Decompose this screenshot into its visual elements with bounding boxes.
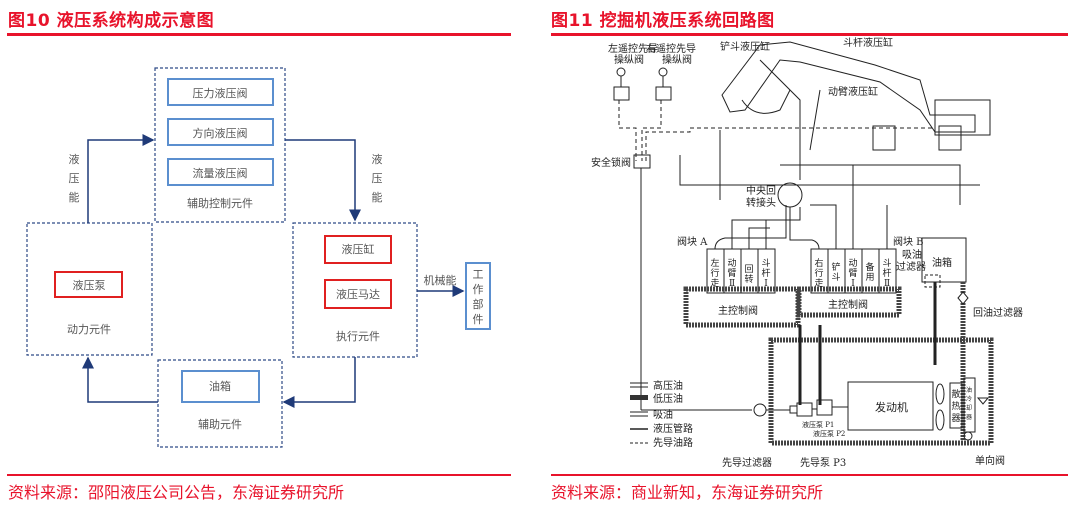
- arrow-actuator-to-auxiliary: [282, 357, 356, 408]
- flow-valve-label: 流量液压阀: [193, 166, 248, 180]
- left-figure-title: 图10 液压系统构成示意图: [8, 11, 215, 31]
- main-valve-a-label: 主控制阀: [718, 304, 758, 317]
- pilot-pump-label: 先导泵 P3: [800, 457, 846, 469]
- legend-hydraulic-line: 液压管路: [653, 422, 693, 435]
- arrow-auxiliary-to-power: [82, 356, 158, 403]
- svg-text:操纵阀: 操纵阀: [614, 53, 644, 66]
- control-group-label: 辅助控制元件: [187, 196, 253, 210]
- tank-label: 油箱: [209, 379, 231, 393]
- right-flow-label: 液压能: [372, 152, 383, 204]
- work-part-box: [465, 262, 491, 330]
- excavator-hydraulic-circuit: 左遥控先导 操纵阀 右遥控先导 操纵阀 铲斗液压缸 斗杆液压缸 动臂液压缸 安全…: [591, 36, 1023, 469]
- right-figure-title: 图11 挖掘机液压系统回路图: [551, 11, 775, 31]
- left-title-rule: [7, 33, 511, 36]
- tank-box: [181, 370, 260, 403]
- right-title-rule: [551, 33, 1068, 36]
- boom-cylinder-label: 动臂液压缸: [828, 85, 878, 98]
- swivel-joint-label: 中央回: [746, 184, 776, 197]
- left-pilot-valve-label: 左遥控先导: [608, 42, 658, 55]
- pump-box: [54, 271, 123, 298]
- legend-high-pressure: 高压油: [653, 379, 683, 392]
- main-valve-b-label: 主控制阀: [828, 298, 868, 311]
- hydraulic-system-diagram: 压力液压阀 方向液压阀 流量液压阀 辅助控制元件 液压泵 动力元件 液压缸 液压…: [26, 67, 491, 448]
- power-group-box: [26, 222, 153, 356]
- valve-left-travel: 左行走: [710, 257, 719, 289]
- direction-valve-label: 方向液压阀: [193, 126, 248, 140]
- bucket-cylinder-label: 铲斗液压缸: [720, 40, 770, 53]
- engine-label: 发动机: [875, 400, 908, 414]
- stick-cylinder-label: 斗杆液压缸: [843, 36, 893, 49]
- control-group-box: [154, 67, 286, 223]
- cylinder-box: [324, 235, 392, 264]
- cylinder-label: 液压缸: [342, 242, 375, 256]
- motor-box: [324, 279, 392, 309]
- suction-filter-label: 吸油: [902, 248, 922, 261]
- auxiliary-group-box: [157, 359, 283, 448]
- block-b-label: 阀块 B: [893, 235, 924, 248]
- power-group-label: 动力元件: [67, 323, 111, 336]
- pressure-valve-box: [167, 78, 274, 106]
- auxiliary-group-label: 辅助元件: [198, 417, 242, 431]
- return-filter-label: 回油过滤器: [973, 306, 1023, 319]
- arrow-power-to-control: [87, 134, 155, 223]
- radiator-label: 散热器: [951, 388, 960, 424]
- mech-energy-label: 机械能: [424, 273, 457, 287]
- right-source-note: 资料来源：商业新知，东海证券研究所: [551, 483, 824, 502]
- arrow-control-to-actuator: [285, 139, 361, 222]
- valve-spare: 备用: [865, 261, 874, 283]
- right-source-rule: [551, 474, 1068, 476]
- motor-label: 液压马达: [336, 287, 380, 301]
- left-source-note: 资料来源：邵阳液压公司公告，东海证券研究所: [8, 483, 345, 502]
- valve-right-travel: 右行走: [814, 257, 823, 289]
- direction-valve-box: [167, 118, 274, 146]
- work-part-label: 工作部件: [473, 268, 484, 326]
- svg-text:过滤器: 过滤器: [896, 260, 926, 273]
- legend-low-pressure: 低压油: [653, 392, 683, 405]
- left-source-rule: [7, 474, 511, 476]
- check-valve-label: 单向阀: [975, 454, 1005, 467]
- safety-lock-label: 安全锁阀: [591, 156, 631, 169]
- legend: 高压油 低压油 吸油 液压管路 先导油路: [630, 379, 693, 449]
- legend-suction: 吸油: [653, 408, 673, 421]
- flow-valve-box: [167, 158, 274, 186]
- pilot-filter-label: 先导过滤器: [722, 456, 772, 469]
- actuator-group-label: 执行元件: [336, 329, 380, 343]
- valve-bucket: 铲斗: [831, 261, 840, 283]
- pump-p1-label: 液压泵 P1: [802, 420, 834, 429]
- oil-cooler-label: 油冷却器: [966, 386, 972, 421]
- pump-p2-label: 液压泵 P2: [813, 429, 845, 438]
- right-pilot-valve-label: 右遥控先导: [646, 42, 696, 55]
- left-flow-label: 液压能: [69, 152, 80, 204]
- svg-text:转接头: 转接头: [746, 196, 776, 209]
- svg-text:操纵阀: 操纵阀: [662, 53, 692, 66]
- legend-pilot-line: 先导油路: [653, 436, 693, 449]
- block-a-label: 阀块 A: [677, 235, 708, 248]
- valve-swing: 回转: [744, 264, 753, 285]
- pressure-valve-label: 压力液压阀: [193, 86, 248, 100]
- tank-label-right: 油箱: [932, 256, 952, 269]
- pump-label: 液压泵: [73, 278, 106, 292]
